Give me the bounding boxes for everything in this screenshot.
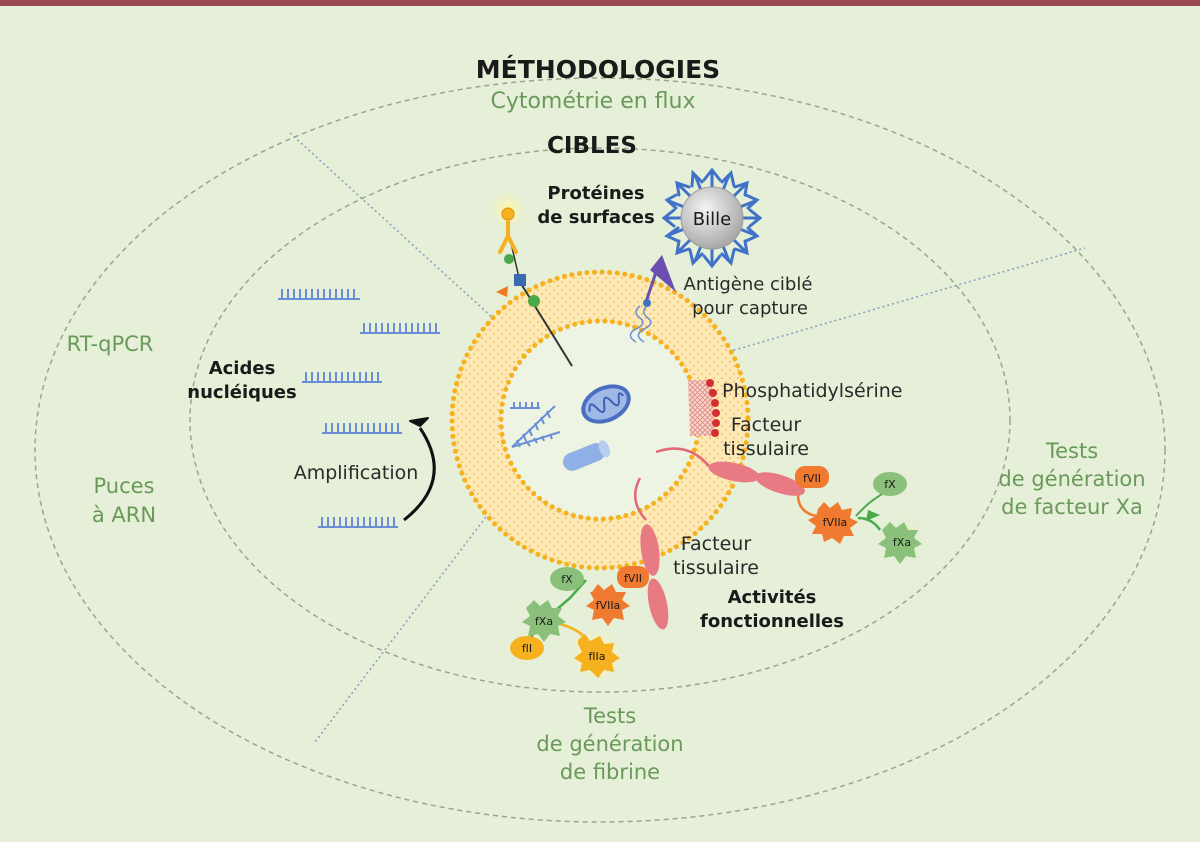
fvii-right-shape [795,466,829,488]
outer-leaflet [449,269,751,571]
phosphatidylserine-label: Phosphatidylsérine [722,380,903,402]
fxa-right-label: fXa [893,536,911,549]
methodologies-ellipse [34,77,1166,823]
captured-antigen-label-1: Antigène ciblé [684,274,813,295]
dna-strand-2 [360,323,440,334]
dna-strand-1 [278,289,360,300]
fx-bottom-shape [550,567,584,591]
rna-chips-label-2: à ARN [92,503,156,527]
surface-proteins-label-2: de surfaces [537,207,654,228]
xa-tests-label-3: de facteur Xa [1001,495,1143,519]
fxa-bottom-label: fXa [535,615,553,628]
fvii-bottom-label: fVII [624,572,642,585]
cytoskeleton-fragment [562,440,611,471]
fx-bottom-label: fX [561,573,573,586]
fii-label: fII [522,642,532,655]
rt-qpcr-label: RT-qPCR [67,332,154,356]
methodologies-title: MÉTHODOLOGIES [476,55,720,84]
xa-tests-label-1: Tests [1045,439,1098,463]
nucleic-acids-label-1: Acides [209,358,276,379]
tissue-factor-right-label-1: Facteur [731,414,801,436]
functional-activities-label-2: fonctionnelles [700,611,844,632]
rna-fragment [510,402,561,448]
tissue-factor-bottom-label-1: Facteur [681,533,751,555]
bead-sphere [680,186,744,250]
tissue-factor-bottom-label-2: tissulaire [673,557,759,579]
top-bar [0,0,1200,6]
dna-strand-3 [302,372,382,383]
xa-tests-label-2: de génération [998,467,1145,491]
targets-ellipse [189,147,1011,693]
fviia-right-shape [808,502,858,544]
targets-title: CIBLES [547,133,637,159]
flow-cytometry-label: Cytométrie en flux [490,89,695,114]
tissue-factor-right-label-2: tissulaire [723,438,809,460]
fxa-right-shape [878,522,922,564]
fxa-bottom-shape [522,600,566,642]
phosphatidylserine-patch [688,379,720,437]
fiia-shape [574,634,620,678]
functional-activities-label-1: Activités [728,587,817,608]
factor-shapes [510,466,922,678]
fibrin-tests-label-1: Tests [583,704,636,728]
bead-label: Bille [693,209,731,230]
fibrin-tests-label-3: de fibrine [560,760,660,784]
fviia-bottom-label: fVIIa [596,599,621,612]
fx-right-label: fX [884,478,896,491]
fibrin-tests-label-2: de génération [536,732,683,756]
tissue-factor-right [655,447,805,496]
vesicle [449,269,751,571]
captured-antigen-label-2: pour capture [692,298,808,319]
fiia-label: fIIa [588,650,605,663]
amplification-arrow [403,417,436,522]
fviia-right-label: fVIIa [823,516,848,529]
fvii-bottom-shape [617,566,649,588]
dna-strand-4 [322,423,402,434]
fviia-bottom-shape [586,584,630,626]
nucleic-acids-label-2: nucléiques [187,382,296,403]
surface-protein-antibody [490,192,573,367]
fii-shape [510,636,544,660]
rna-chips-label-1: Puces [93,474,154,498]
amplification-label: Amplification [294,462,419,484]
capture-bead [629,167,763,343]
nucleic-acid-strands [278,289,440,528]
dna-strand-5 [318,517,398,528]
tissue-factor-bottom [633,477,669,630]
surface-proteins-label-1: Protéines [547,183,644,204]
mitochondrion [581,384,631,424]
fvii-right-label: fVII [803,472,821,485]
antigen-triangle [650,255,676,292]
sector-dividers [289,132,1086,743]
fx-right-shape [873,472,907,496]
